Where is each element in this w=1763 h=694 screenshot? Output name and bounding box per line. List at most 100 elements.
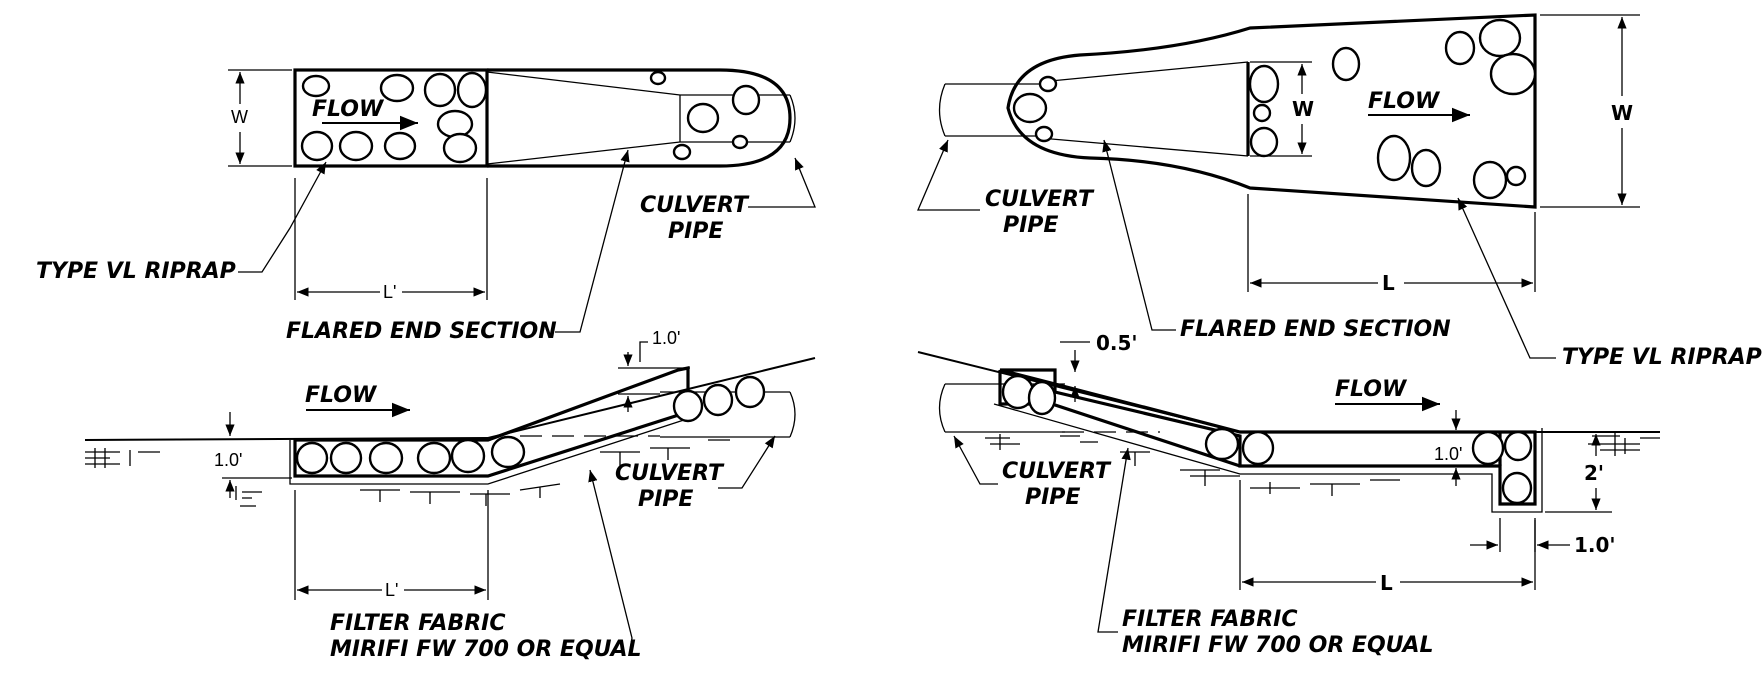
left-profile-culvert-leader — [718, 435, 776, 489]
left-plan-culvert-leader — [748, 157, 816, 208]
right-profile-pipe-end — [938, 383, 946, 433]
rock — [686, 102, 720, 134]
left-profile-thickness-dim: 1.0' — [214, 450, 242, 470]
rock — [731, 134, 749, 150]
left-plan-flared-label: FLARED END SECTION — [286, 319, 557, 344]
right-profile-fabric-label-1: FILTER FABRIC — [1122, 607, 1297, 632]
rock — [456, 71, 488, 109]
rock — [1034, 125, 1054, 143]
rock — [1376, 134, 1412, 182]
left-plan-pipe-end — [789, 94, 796, 143]
right-profile-thickness-dim: 1.0' — [1434, 444, 1462, 464]
right-profile-flow-label: FLOW — [1335, 377, 1408, 402]
rock — [1204, 427, 1240, 461]
rock — [300, 130, 334, 162]
right-plan-large-width-dim: W — [1611, 101, 1633, 125]
rock — [672, 389, 704, 423]
rock — [672, 143, 692, 161]
left-profile-culvert-label-1: CULVERT — [615, 461, 725, 486]
rock — [301, 74, 331, 98]
rock — [1478, 18, 1522, 58]
right-profile-culvert-leader — [953, 435, 998, 485]
rock — [383, 131, 417, 161]
right-plan-length-dim: L — [1382, 271, 1395, 295]
right-plan-pipe — [945, 83, 1040, 137]
right-profile-view: FLOW 0.5' 1.0' 2' 1.0' L CULVERT PIPE — [917, 331, 1660, 658]
right-plan-flared-leader — [1102, 139, 1176, 331]
right-profile-filter-fabric — [993, 403, 1543, 513]
rock — [649, 70, 667, 86]
left-profile-slope-line — [487, 357, 816, 439]
left-profile-fabric-leader — [588, 469, 633, 651]
rock — [442, 132, 478, 164]
rock — [1248, 64, 1280, 104]
right-profile-top-dim: 0.5' — [1096, 331, 1138, 355]
right-plan-outline — [1006, 13, 1537, 209]
right-plan-rocks — [1012, 18, 1537, 200]
right-profile-culvert-label-2: PIPE — [1025, 485, 1080, 510]
left-profile-view: FLOW 1.0' 1.0' L' CULVERT PIPE FILTER FA… — [84, 328, 816, 662]
rock — [1503, 430, 1533, 462]
rock — [1012, 92, 1048, 124]
rock — [1249, 126, 1279, 158]
right-profile-rocks — [1001, 374, 1533, 505]
right-profile-length-dim: L — [1380, 571, 1393, 595]
left-profile-soil-hatch — [85, 439, 730, 507]
left-profile-culvert-label-2: PIPE — [638, 487, 693, 512]
right-plan-culvert-label-1: CULVERT — [985, 187, 1095, 212]
rock — [1444, 30, 1476, 66]
right-plan-pipe-end — [938, 83, 946, 137]
right-plan-culvert-leader — [917, 139, 980, 211]
rock — [1472, 160, 1508, 200]
left-profile-top-dim: 1.0' — [652, 328, 680, 348]
right-profile-culvert-label-1: CULVERT — [1002, 459, 1112, 484]
rock — [436, 109, 474, 139]
rock — [1501, 471, 1533, 505]
right-profile-depth-dim: 2' — [1584, 461, 1604, 485]
left-plan-culvert-label-1: CULVERT — [640, 193, 750, 218]
right-plan-flow-label: FLOW — [1368, 89, 1441, 114]
left-plan-view: FLOW W L' CULVERT PIPE TYPE VL RIPRAP FL… — [36, 68, 816, 344]
left-plan-culvert-label-2: PIPE — [668, 219, 723, 244]
dim-ext — [639, 341, 648, 362]
right-plan-flared-label: FLARED END SECTION — [1180, 317, 1451, 342]
left-profile-ground — [84, 437, 489, 441]
rock — [329, 441, 363, 475]
rock — [379, 73, 415, 103]
right-profile-fabric-leader — [1097, 447, 1131, 633]
rock — [1038, 75, 1058, 93]
left-plan-flared-end — [487, 68, 792, 168]
right-plan-riprap-label: TYPE VL RIPRAP — [1562, 345, 1762, 370]
left-profile-flow-label: FLOW — [305, 383, 378, 408]
left-plan-rocks — [300, 70, 761, 164]
right-plan-culvert-label-2: PIPE — [1003, 213, 1058, 238]
right-profile-soil-hatch — [985, 432, 1660, 496]
left-plan-taper-lines — [486, 71, 681, 165]
rock — [1505, 165, 1527, 187]
left-profile-fabric-label-2: MIRIFI FW 700 OR EQUAL — [330, 637, 642, 662]
right-profile-riprap-bed — [999, 368, 1537, 506]
rock — [1252, 103, 1272, 123]
rock — [731, 84, 761, 116]
left-profile-length-dim: L' — [385, 580, 398, 600]
rock — [1241, 430, 1275, 466]
rock — [1331, 46, 1361, 82]
rock — [450, 438, 486, 474]
rock — [338, 130, 374, 162]
rock — [1489, 52, 1537, 96]
right-plan-taper-lines — [1039, 61, 1249, 157]
left-plan-riprap-leader — [238, 161, 327, 273]
right-plan-riprap-leader — [1457, 197, 1556, 359]
right-plan-small-width-dim: W — [1292, 97, 1314, 121]
right-profile-fabric-label-2: MIRIFI FW 700 OR EQUAL — [1122, 633, 1434, 658]
left-profile-pipe-end — [789, 391, 796, 438]
rock — [490, 435, 526, 469]
rock — [702, 383, 734, 417]
rock — [368, 441, 404, 475]
rock — [295, 441, 329, 475]
rock — [1027, 380, 1057, 416]
left-plan-riprap-pad — [293, 68, 489, 168]
rock — [1471, 430, 1505, 466]
